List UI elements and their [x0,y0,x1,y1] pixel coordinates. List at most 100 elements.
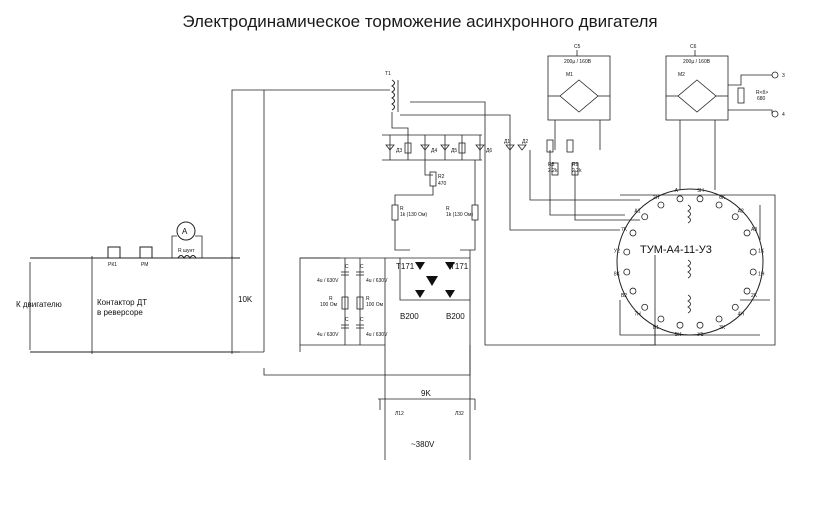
r8-value: 2.2k [548,168,558,174]
r2-value: 470 [438,181,447,187]
module-pin [629,287,637,295]
r-left-value: 1k (130 Ом) [400,212,427,218]
r-adj-label: R<б> [756,90,768,96]
module-pin [623,248,631,256]
thyristor-right-label: T171 [450,262,469,271]
contactor-10k-label: 10K [238,295,253,304]
resistor-r2 [429,171,437,187]
module-pin-label: 7H [634,312,641,318]
module-pin-label: 3K [719,325,726,331]
resistor-r-adj [737,87,745,104]
d2-label: Д2 [522,139,528,145]
contactor-9k-label: 9K [421,389,431,398]
module-pin-label: 8K [614,271,621,277]
cap-tr-value: 4u / 630V [366,278,388,284]
module-pin [641,303,649,311]
c6-label: C6 [690,44,697,50]
module-pin [749,268,757,276]
c5-label: C5 [574,44,581,50]
diode-d1 [505,144,515,151]
module-pin-label: 5H [697,188,704,194]
d1-label: Д1 [504,139,510,145]
cap-c-4: C [360,317,364,323]
bridge-m2 [677,79,717,113]
t1-label: T1 [385,71,391,77]
tum-module-circle [616,188,764,336]
module-pin [676,195,684,203]
l12-label: Л12 [395,411,404,417]
r9-value: 2.2k [572,168,582,174]
r-left-label: R [400,206,404,212]
snubber-network [341,258,364,345]
module-pin-label: B2 [621,293,627,299]
module-pin-label: 1H [758,271,765,277]
module-pin [696,195,704,203]
module-pin-label: A [675,188,679,194]
cap-tl-value: 4u / 630V [317,278,339,284]
module-pin [715,201,723,209]
resistor-r9-top [566,139,574,153]
module-pin-label: 6K [719,195,726,201]
module-pin-label: У2 [614,249,620,255]
power-bridge [399,257,471,301]
l32-label: Л32 [455,411,464,417]
terminal-4 [771,110,779,118]
module-coils [687,204,691,314]
relay-rm [139,246,153,259]
d6-label: Д6 [486,148,492,154]
module-pin-label: 4H [738,312,745,318]
module-label: ТУМ-А4-11-У3 [640,244,712,256]
module-pin [731,303,739,311]
module-pin [629,229,637,237]
module-pin [743,287,751,295]
cap-c-3: C [345,317,349,323]
module-pin [657,201,665,209]
r8-label: R8 [548,162,555,168]
r2-label: R2 [438,174,445,180]
res-l-value: 100 Ом [320,302,338,308]
module-pin-label: У1 [697,332,703,338]
diode-d2 [517,144,527,151]
r-right-label: R [446,206,450,212]
res-r-label: R [366,296,370,302]
module-pin [676,321,684,329]
cap-br-value: 4u / 630V [366,332,388,338]
cap-bl-value: 4u / 630V [317,332,339,338]
c6-value: 200µ / 160В [683,59,711,65]
diode-right-label: В200 [446,312,465,321]
module-pin [623,268,631,276]
module-pin [715,315,723,323]
m1-frame [547,55,611,121]
terminal-4-label: 4 [782,112,785,118]
terminal-3 [771,71,779,79]
ammeter [176,221,196,241]
r9-label: R9 [572,162,579,168]
diagram-title: Электродинамическое торможение асинхронн… [182,12,658,31]
transformer-t1 [391,79,395,111]
d4-label: Д4 [431,148,437,154]
c5-value: 200µ / 160В [564,59,592,65]
res-l-label: R [329,296,333,302]
module-pin-label: 5H [675,332,682,338]
m2-frame [665,55,729,121]
r-right-value: 1k (130 Ом) [446,212,473,218]
ammeter-label: A [182,227,188,236]
module-pin-label: 2H [653,195,660,201]
relay-rk1 [107,246,121,259]
thyristor-left-label: T171 [396,262,415,271]
m1-label: M1 [566,72,573,78]
module-pin-label: 2K [751,293,758,299]
relay-rk1-label: РК1 [108,262,117,268]
module-pin-label: A2 [738,208,744,214]
m2-label: M2 [678,72,685,78]
resistor-r8-2 [551,162,559,176]
relay-rm-label: РМ [141,262,148,268]
resistor-r9 [571,162,579,176]
cap-c-1: C [345,264,349,270]
module-pin [743,229,751,237]
module-pin [657,315,665,323]
motor-lines [29,256,240,354]
module-pin [696,321,704,329]
